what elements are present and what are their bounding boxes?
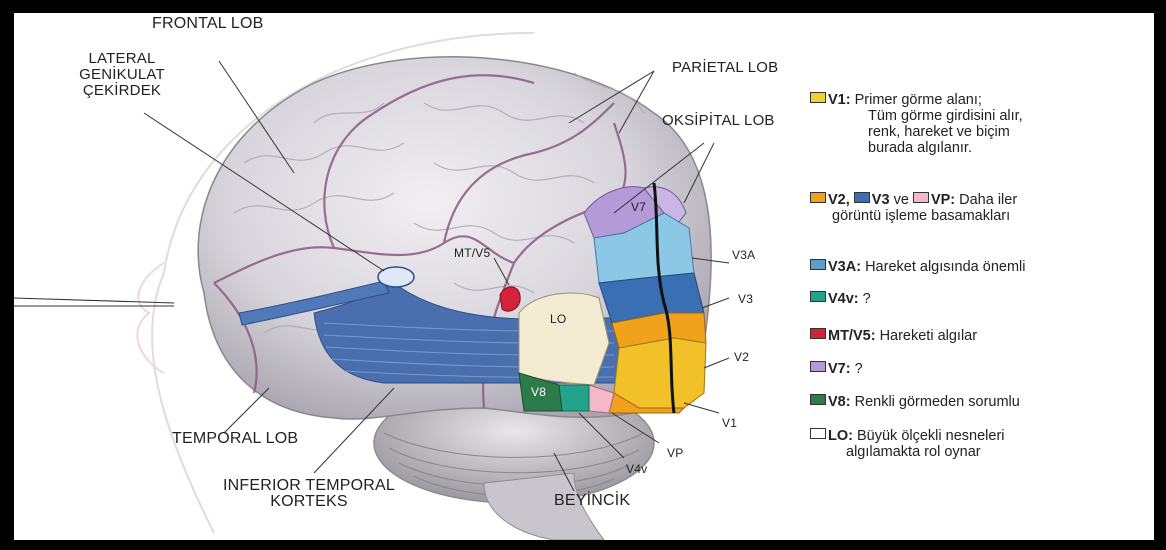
mt-v5-region (500, 287, 520, 311)
label-v2: V2 (734, 349, 749, 365)
legend-swatch-v1 (810, 92, 826, 103)
label-frontal-lob: FRONTAL LOB (152, 16, 264, 32)
label-v1: V1 (722, 415, 737, 431)
label-temporal-lob: TEMPORAL LOB (172, 431, 298, 447)
legend-code-v3: V3 (872, 192, 890, 208)
leader-v2 (704, 358, 729, 368)
legend-text-v1-line4: burada algılanır. (810, 140, 1023, 156)
label-v7: V7 (631, 199, 646, 215)
legend-text-mt-v5: Hareketi algılar (880, 328, 978, 344)
legend-swatch-v4v (810, 291, 826, 302)
lateral-geniculate (378, 267, 414, 287)
legend-item-v8: V8: Renkli görmeden sorumlu (810, 394, 1020, 410)
leader-temporal (224, 388, 269, 433)
label-v8: V8 (531, 384, 546, 400)
label-inferior-temporal: INFERIOR TEMPORAL KORTEKS (204, 478, 414, 510)
legend-code-mt-v5: MT/V5: (828, 328, 876, 344)
label-vp: VP (667, 445, 683, 461)
legend-code-v3a: V3A: (828, 259, 861, 275)
legend-item-mt-v5: MT/V5: Hareketi algılar (810, 328, 977, 344)
legend-text-v1: Primer görme alanı; (855, 92, 982, 108)
legend-swatch-v3 (854, 192, 870, 203)
legend-text-lo-line2: algılamakta rol oynar (810, 444, 1005, 460)
legend-joiner: ve (894, 192, 909, 208)
label-lateral-genikulat-line1: LATERAL (62, 51, 182, 67)
leader-v1 (684, 403, 719, 413)
label-lateral-genikulat: LATERAL GENİKULAT ÇEKİRDEK (62, 51, 182, 99)
legend-item-v7: V7: ? (810, 361, 863, 377)
legend-code-v4v: V4v: (828, 291, 859, 307)
legend-text-v2: Daha iler (959, 192, 1017, 208)
label-v3a: V3A (732, 247, 755, 263)
legend-text-v3a: Hareket algısında önemli (865, 259, 1025, 275)
region-v4v (559, 385, 589, 411)
diagram-frame: FRONTAL LOB LATERAL GENİKULAT ÇEKİRDEK P… (14, 13, 1154, 540)
legend-item-lo: LO: Büyük ölçekli nesneleri algılamakta … (810, 428, 1005, 460)
legend-text-v1-line2: Tüm görme girdisini alır, (810, 108, 1023, 124)
label-inferior-temporal-line1: INFERIOR TEMPORAL (204, 478, 414, 494)
legend-text-v4v: ? (863, 291, 871, 307)
legend-text-lo: Büyük ölçekli nesneleri (857, 428, 1005, 444)
label-parietal-lob: PARİETAL LOB (672, 60, 778, 76)
leader-eye (14, 298, 174, 303)
legend-code-v8: V8: (828, 394, 851, 410)
legend-swatch-v3a (810, 259, 826, 270)
face-outline (137, 263, 164, 373)
legend-item-v4v: V4v: ? (810, 291, 871, 307)
label-v4v: V4v (626, 461, 647, 477)
label-mt-v5: MT/V5 (454, 245, 490, 261)
legend-text-v7: ? (855, 361, 863, 377)
legend-swatch-v2 (810, 192, 826, 203)
legend-swatch-v7 (810, 361, 826, 372)
legend-text-v2-line2: görüntü işleme basamakları (810, 208, 1017, 224)
legend-code-v7: V7: (828, 361, 851, 377)
label-lateral-genikulat-line2: GENİKULAT (62, 67, 182, 83)
region-v1 (614, 338, 706, 408)
legend-swatch-v8 (810, 394, 826, 405)
legend-code-vp: VP: (931, 192, 955, 208)
label-v3: V3 (738, 291, 753, 307)
legend-swatch-vp (913, 192, 929, 203)
legend-code-lo: LO: (828, 428, 853, 444)
legend-item-v1: V1: Primer görme alanı; Tüm görme girdis… (810, 92, 1023, 156)
label-oksipital-lob: OKSİPİTAL LOB (662, 113, 775, 129)
region-lo (519, 293, 609, 385)
legend-code-v2: V2, (828, 192, 850, 208)
label-beyincik: BEYİNCİK (554, 493, 630, 509)
legend-swatch-lo (810, 428, 826, 439)
legend-code-v1: V1: (828, 92, 851, 108)
legend-text-v8: Renkli görmeden sorumlu (855, 394, 1020, 410)
legend-text-v1-line3: renk, hareket ve biçim (810, 124, 1023, 140)
legend-item-v3a: V3A: Hareket algısında önemli (810, 259, 1025, 275)
label-lateral-genikulat-line3: ÇEKİRDEK (62, 83, 182, 99)
legend-item-v2-v3-vp: V2, V3 ve VP: Daha iler görüntü işleme b… (810, 192, 1017, 224)
label-lo: LO (550, 311, 566, 327)
label-inferior-temporal-line2: KORTEKS (204, 494, 414, 510)
legend-swatch-mt-v5 (810, 328, 826, 339)
